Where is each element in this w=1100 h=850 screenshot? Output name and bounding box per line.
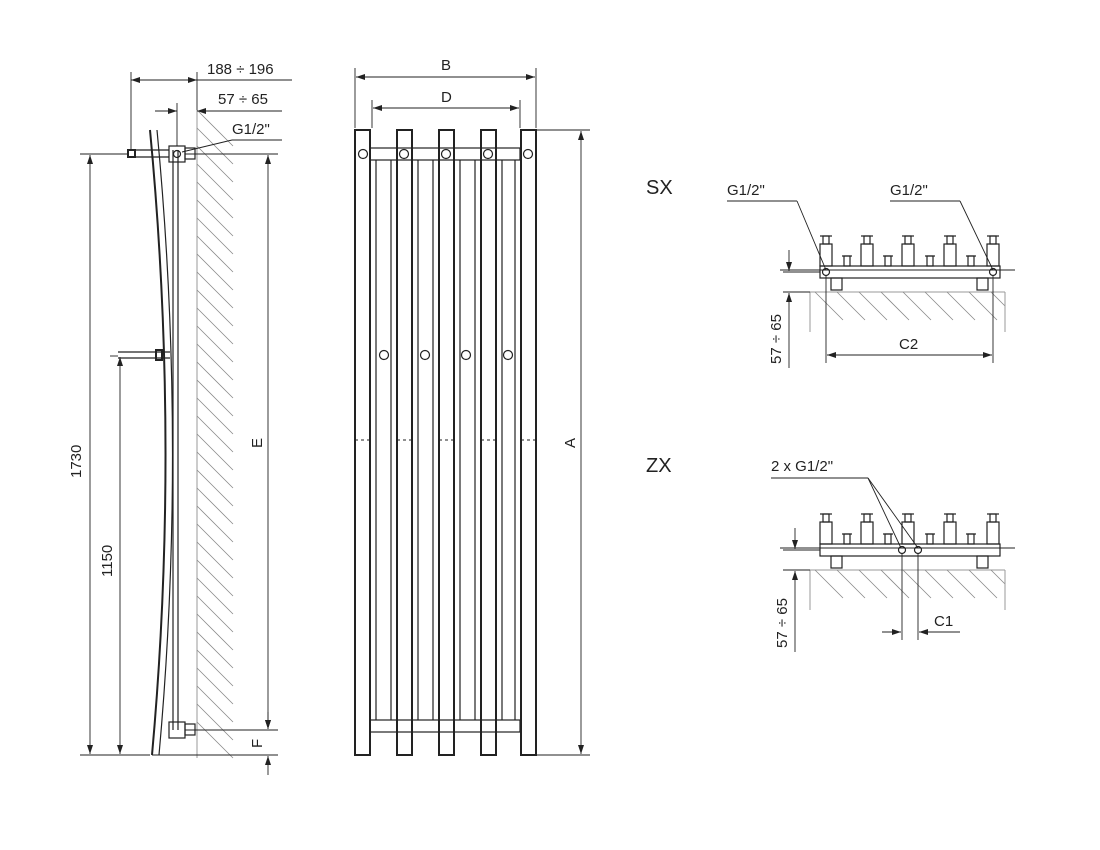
middle-bracket bbox=[155, 349, 163, 361]
tube-section bbox=[901, 243, 915, 267]
radiator-tube bbox=[396, 129, 413, 756]
dim-b: B bbox=[441, 57, 451, 74]
dim-wall-gap: 57 ÷ 65 bbox=[218, 91, 268, 108]
tube-section bbox=[901, 521, 915, 545]
dim-f: F bbox=[249, 739, 266, 748]
tube-section bbox=[943, 243, 957, 267]
collector-plan bbox=[819, 543, 1001, 557]
connection-point bbox=[522, 148, 534, 160]
connection-point bbox=[357, 148, 369, 160]
bottom-collector bbox=[369, 719, 521, 733]
small-valve bbox=[967, 255, 975, 267]
top-bracket bbox=[127, 149, 136, 158]
sx-connection-left: G1/2" bbox=[727, 182, 765, 199]
dim-a: A bbox=[562, 438, 579, 448]
small-valve bbox=[843, 533, 851, 545]
tube-section bbox=[943, 521, 957, 545]
dim-depth-total: 188 ÷ 196 bbox=[207, 61, 274, 78]
tube-section bbox=[819, 521, 833, 545]
tube-section bbox=[819, 243, 833, 267]
tube-section bbox=[986, 243, 1000, 267]
radiator-tube bbox=[354, 129, 371, 756]
mounting-point bbox=[460, 349, 472, 361]
dim-height-total: 1730 bbox=[68, 445, 85, 478]
connection-point bbox=[398, 148, 410, 160]
sx-label: SX bbox=[646, 177, 673, 199]
wall-hatch bbox=[196, 109, 234, 759]
wall-foot bbox=[830, 277, 843, 291]
tube-section bbox=[860, 521, 874, 545]
sx-dim-c2: C2 bbox=[899, 336, 918, 353]
tube-section bbox=[986, 521, 1000, 545]
wall-foot bbox=[830, 555, 843, 569]
small-valve bbox=[967, 533, 975, 545]
radiator-curved-profile bbox=[149, 129, 167, 756]
mounting-point bbox=[378, 349, 390, 361]
zx-dim-c1: C1 bbox=[934, 613, 953, 630]
zx-dim-wall-gap: 57 ÷ 65 bbox=[774, 598, 791, 648]
small-valve bbox=[843, 255, 851, 267]
sx-dim-wall-gap: 57 ÷ 65 bbox=[768, 314, 785, 364]
zx-view: ZX 2 x G1/2" 57 ÷ 65 C1 bbox=[646, 455, 1015, 652]
bottom-connection bbox=[168, 721, 186, 739]
top-collector bbox=[369, 147, 521, 161]
wall-foot bbox=[976, 555, 989, 569]
front-view: B D A bbox=[354, 57, 590, 756]
mounting-point bbox=[502, 349, 514, 361]
small-valve bbox=[926, 533, 934, 545]
collector-plan bbox=[819, 265, 1001, 279]
radiator-tube bbox=[480, 129, 497, 756]
radiator-tube bbox=[520, 129, 537, 756]
connection-point bbox=[440, 148, 452, 160]
connection-label: G1/2" bbox=[232, 121, 270, 138]
tube-section bbox=[860, 243, 874, 267]
side-view: 188 ÷ 196 57 ÷ 65 G1/2" 1730 1150 E F bbox=[68, 61, 292, 775]
top-connection bbox=[168, 145, 186, 163]
mounting-point bbox=[419, 349, 431, 361]
dim-e: E bbox=[249, 438, 266, 448]
zx-label: ZX bbox=[646, 455, 672, 477]
dim-bracket-height: 1150 bbox=[99, 545, 116, 577]
zx-connection: 2 x G1/2" bbox=[771, 458, 833, 475]
small-valve bbox=[884, 255, 892, 267]
wall-foot bbox=[976, 277, 989, 291]
small-valve bbox=[884, 533, 892, 545]
connection-point bbox=[482, 148, 494, 160]
dim-d: D bbox=[441, 89, 452, 106]
small-valve bbox=[926, 255, 934, 267]
sx-connection-right: G1/2" bbox=[890, 182, 928, 199]
sx-view: SX G1/2" G1/2" 57 ÷ 65 C2 bbox=[646, 177, 1015, 368]
radiator-tube bbox=[438, 129, 455, 756]
